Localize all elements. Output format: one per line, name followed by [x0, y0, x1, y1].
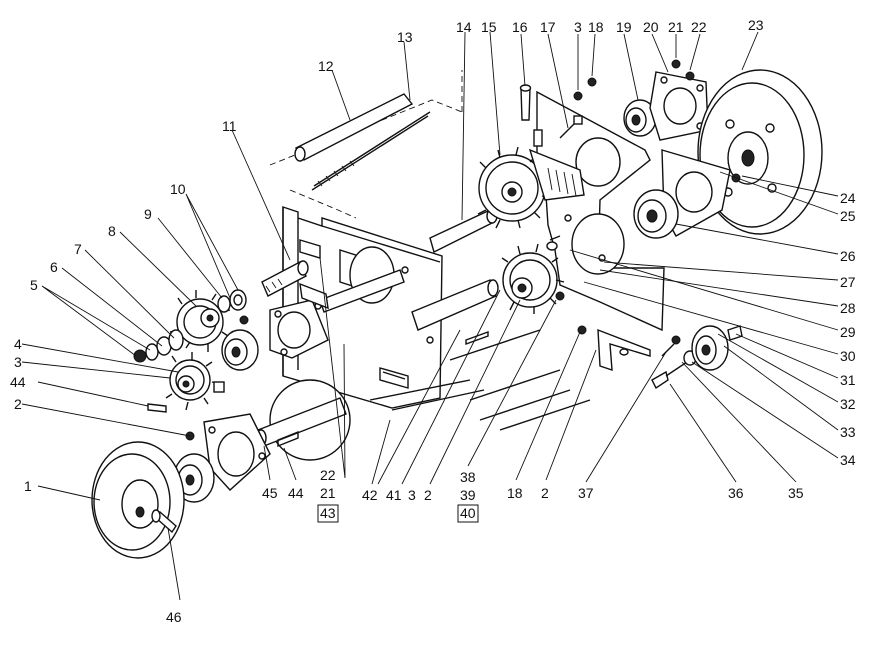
pulley-1	[91, 441, 185, 559]
label-34: 34	[840, 452, 856, 468]
tensioner-assembly	[577, 325, 743, 390]
leader-lines	[21, 31, 839, 601]
label-1: 1	[24, 478, 32, 494]
label-38: 38	[460, 469, 476, 485]
label-2b: 2	[541, 485, 549, 501]
label-26: 26	[840, 248, 856, 264]
label-45: 45	[262, 485, 278, 501]
shaft-11	[261, 260, 405, 313]
label-43: 43	[320, 505, 336, 521]
label-3b: 3	[574, 19, 582, 35]
label-18b: 18	[507, 485, 523, 501]
sprocket-38	[501, 235, 565, 314]
label-12: 12	[318, 58, 334, 74]
pulley-23	[697, 69, 823, 235]
label-36: 36	[728, 485, 744, 501]
label-3: 3	[14, 354, 22, 370]
label-17: 17	[540, 19, 556, 35]
sprocket-15	[477, 129, 585, 229]
bearing-26	[633, 189, 679, 239]
pin-16	[519, 84, 532, 121]
label-8: 8	[108, 223, 116, 239]
label-30: 30	[840, 348, 856, 364]
label-21b: 21	[320, 485, 336, 501]
key-44-left	[147, 403, 167, 413]
label-2c: 2	[424, 487, 432, 503]
label-22: 22	[691, 19, 707, 35]
label-20: 20	[643, 19, 659, 35]
label-4: 4	[14, 336, 22, 352]
label-22b: 22	[320, 467, 336, 483]
label-16: 16	[512, 19, 528, 35]
label-41: 41	[386, 487, 402, 503]
label-3c: 3	[408, 487, 416, 503]
bolt-17	[559, 77, 597, 139]
label-2: 2	[14, 396, 22, 412]
label-40: 40	[460, 505, 476, 521]
label-44: 44	[10, 374, 26, 390]
sprocket-4	[165, 352, 225, 411]
frame-flanges	[269, 282, 329, 359]
callout-labels: 1 2 3 4 44 5 6 7 8 9 10 11 12 13 14 15 1…	[10, 17, 856, 625]
shaft-14	[429, 208, 498, 254]
sprocket-8	[169, 290, 231, 352]
shaft-41	[411, 279, 499, 345]
label-33: 33	[840, 424, 856, 440]
bearing-19	[623, 99, 657, 137]
label-6: 6	[50, 259, 58, 275]
washers-9-10	[217, 289, 249, 325]
flange-left-lower	[185, 413, 271, 491]
label-14: 14	[456, 19, 472, 35]
label-9: 9	[144, 206, 152, 222]
flange-20	[649, 59, 709, 141]
label-25: 25	[840, 208, 856, 224]
label-15: 15	[481, 19, 497, 35]
label-46: 46	[166, 609, 182, 625]
label-32: 32	[840, 396, 856, 412]
label-27: 27	[840, 274, 856, 290]
rear-plate	[536, 90, 665, 332]
rods-12-13	[269, 70, 463, 219]
label-11: 11	[222, 118, 237, 134]
label-19: 19	[616, 19, 632, 35]
housing-frame	[269, 206, 443, 461]
label-44b: 44	[288, 485, 304, 501]
label-5: 5	[30, 277, 38, 293]
label-31: 31	[840, 372, 856, 388]
bearing-left	[221, 329, 259, 371]
label-28: 28	[840, 300, 856, 316]
label-23: 23	[748, 17, 764, 33]
label-37: 37	[578, 485, 594, 501]
label-39: 39	[460, 487, 476, 503]
label-21: 21	[668, 19, 684, 35]
boxed-callouts	[317, 504, 479, 523]
label-35: 35	[788, 485, 804, 501]
label-18: 18	[588, 19, 604, 35]
label-10: 10	[170, 181, 186, 197]
label-24: 24	[840, 190, 856, 206]
label-7: 7	[74, 241, 82, 257]
label-13: 13	[397, 29, 413, 45]
label-29: 29	[840, 324, 856, 340]
label-42: 42	[362, 487, 378, 503]
washers-5-6-7	[133, 329, 184, 363]
